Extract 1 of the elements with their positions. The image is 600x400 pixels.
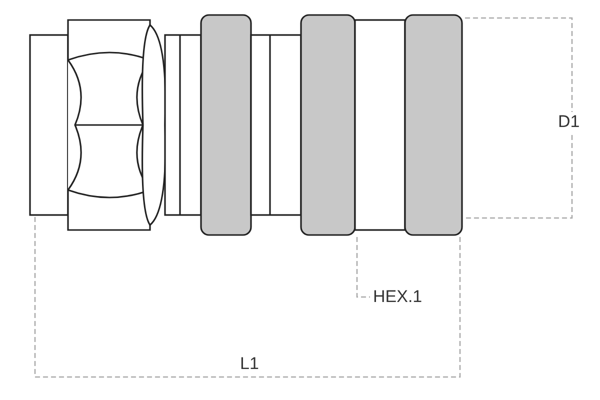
dimension-label: D1 bbox=[556, 112, 582, 132]
